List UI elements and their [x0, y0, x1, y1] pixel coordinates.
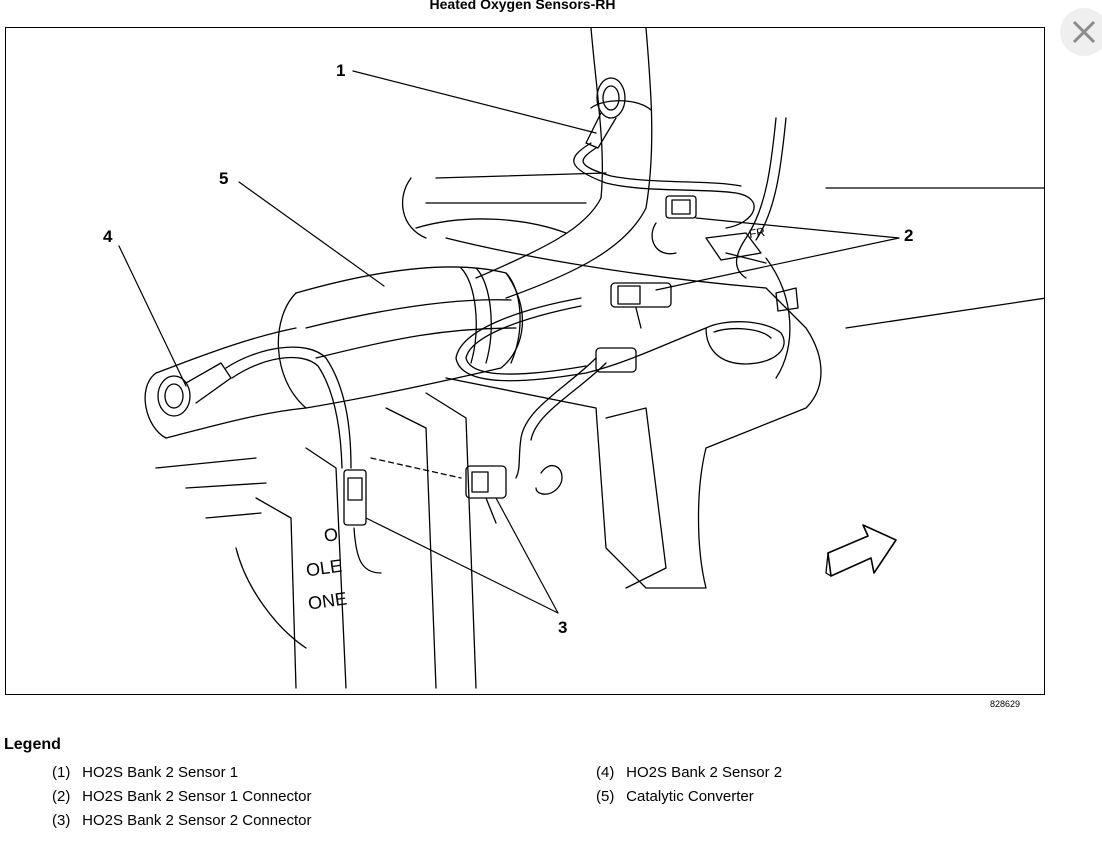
legend-item-label: HO2S Bank 2 Sensor 1 Connector [82, 788, 312, 805]
legend-item-number: (2) [52, 788, 71, 805]
frame-label-o: O [322, 524, 340, 546]
legend-item-number: (1) [52, 764, 71, 781]
callout-3: 3 [558, 618, 568, 637]
close-icon [1072, 20, 1096, 44]
close-button[interactable] [1060, 8, 1102, 56]
frame-rail [155, 187, 1044, 689]
callout-2: 2 [904, 226, 914, 245]
leader-lines [118, 70, 900, 614]
legend-item-label: HO2S Bank 2 Sensor 2 [626, 764, 783, 781]
connector-2-upper [651, 195, 697, 255]
callout-4: 4 [103, 227, 113, 246]
harness-loop [455, 297, 707, 495]
connector-3-right [370, 457, 507, 524]
legend-item-number: (3) [52, 812, 71, 829]
legend-item-number: (5) [596, 788, 615, 805]
harness-right [705, 117, 787, 279]
legend-item-label: Catalytic Converter [626, 788, 754, 805]
front-arrow-icon [825, 524, 897, 577]
legend-item-4: (4) HO2S Bank 2 Sensor 2 [596, 764, 782, 781]
legend-item-label: HO2S Bank 2 Sensor 2 Connector [82, 812, 312, 829]
legend-heading: Legend [4, 736, 61, 753]
connector-2-lower [610, 282, 672, 329]
exhaust-illustration [118, 28, 1044, 689]
legend-item-1: (1) HO2S Bank 2 Sensor 1 [52, 764, 238, 781]
sensor-2-shape [157, 346, 352, 469]
connector-3-left [343, 469, 382, 574]
diagram-frame: 1 2 3 4 5 O OLE ONE FR [5, 27, 1045, 695]
diagram-title: Heated Oxygen Sensors-RH [429, 0, 616, 12]
sensor-1-shape [573, 77, 755, 229]
legend-item-2: (2) HO2S Bank 2 Sensor 1 Connector [52, 788, 311, 805]
legend-item-label: HO2S Bank 2 Sensor 1 [82, 764, 239, 781]
callout-1: 1 [336, 61, 346, 80]
legend-item-number: (4) [596, 764, 615, 781]
callout-5: 5 [219, 169, 229, 188]
figure-number: 828629 [990, 699, 1021, 709]
legend-item-5: (5) Catalytic Converter [596, 788, 754, 805]
frame-label-fr: FR [748, 224, 766, 242]
catalytic-converter-shape [144, 266, 524, 439]
front-exhaust-pipe [401, 28, 653, 299]
legend-item-3: (3) HO2S Bank 2 Sensor 2 Connector [52, 812, 311, 829]
